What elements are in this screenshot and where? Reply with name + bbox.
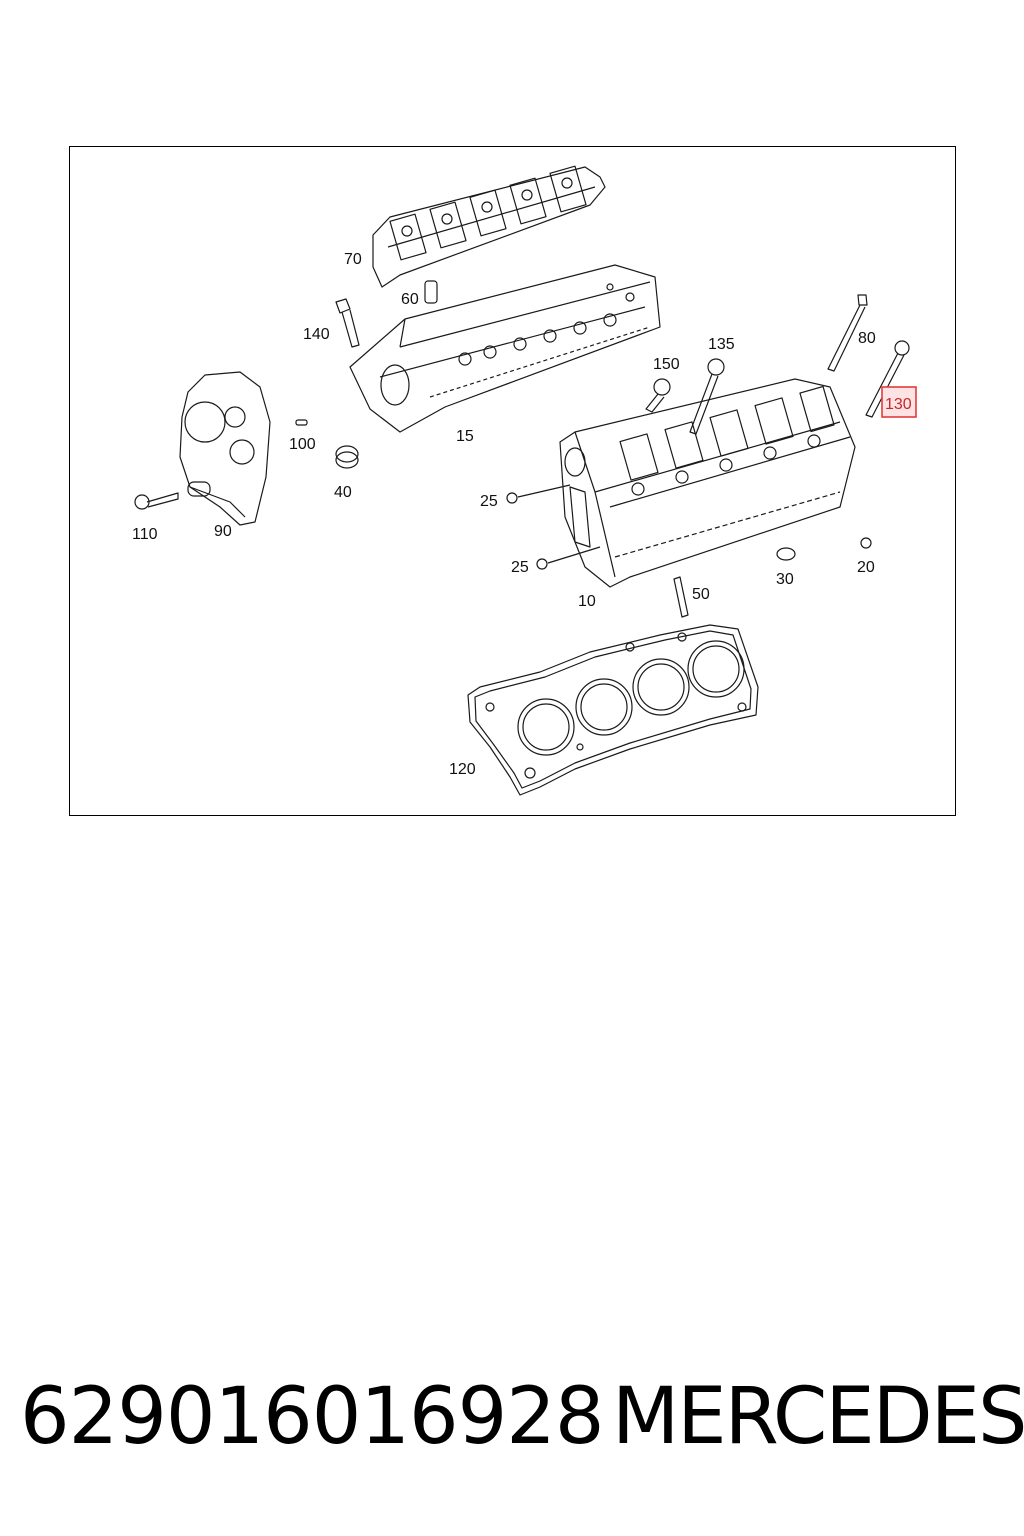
cylinder-head-upper-part: [349, 264, 661, 433]
callout-60: 60: [401, 291, 419, 308]
callout-90: 90: [214, 523, 232, 540]
callout-110: 110: [132, 526, 158, 543]
callout-25a: 25: [480, 493, 498, 510]
head-bolt-130-part: [865, 340, 910, 418]
callout-120: 120: [449, 761, 476, 778]
plug-30-part: [776, 547, 796, 561]
bolt-135-part: [689, 358, 725, 435]
callout-10: 10: [578, 593, 596, 610]
callout-80: 80: [858, 330, 876, 347]
callout-15: 15: [456, 428, 474, 445]
dowel-part: [295, 419, 308, 426]
timing-cover-part: [179, 371, 271, 526]
bolt-110-part: [134, 492, 179, 510]
oring-25-upper-part: [506, 484, 571, 504]
callout-150: 150: [653, 356, 680, 373]
product-caption: 629016016928 MERCEDES: [0, 1372, 1024, 1472]
callout-labels: 70 60 140 80 130 135 150 100 15 40 110 9…: [132, 251, 912, 778]
plug-part: [335, 445, 359, 469]
callout-140: 140: [303, 326, 330, 343]
camshaft-bridge-part: [372, 165, 606, 288]
callout-30: 30: [776, 571, 794, 588]
oring-25-lower-part: [536, 546, 601, 570]
callout-70: 70: [344, 251, 362, 268]
brand-name: MERCEDES: [612, 1372, 1024, 1462]
part-number: 629016016928: [20, 1372, 605, 1462]
callout-100: 100: [289, 436, 316, 453]
callout-50: 50: [692, 586, 710, 603]
ring-20-part: [860, 537, 872, 549]
callout-130: 130: [885, 396, 912, 413]
callout-135: 135: [708, 336, 735, 353]
head-gasket-part: [467, 624, 759, 796]
parts-diagram: 70 60 140 80 130 135 150 100 15 40 110 9…: [69, 146, 956, 816]
cylinder-head-lower-part: [559, 378, 856, 588]
sleeve-part: [424, 280, 438, 304]
stud-part: [673, 576, 689, 618]
bolt-140-part: [335, 298, 360, 348]
callout-20: 20: [857, 559, 875, 576]
bolt-150-part: [645, 378, 671, 413]
exploded-view-illustration: 70 60 140 80 130 135 150 100 15 40 110 9…: [132, 165, 917, 796]
head-bolt-80-part: [827, 294, 868, 372]
callout-40: 40: [334, 484, 352, 501]
callout-130-highlight: [881, 386, 917, 418]
callout-25b: 25: [511, 559, 529, 576]
